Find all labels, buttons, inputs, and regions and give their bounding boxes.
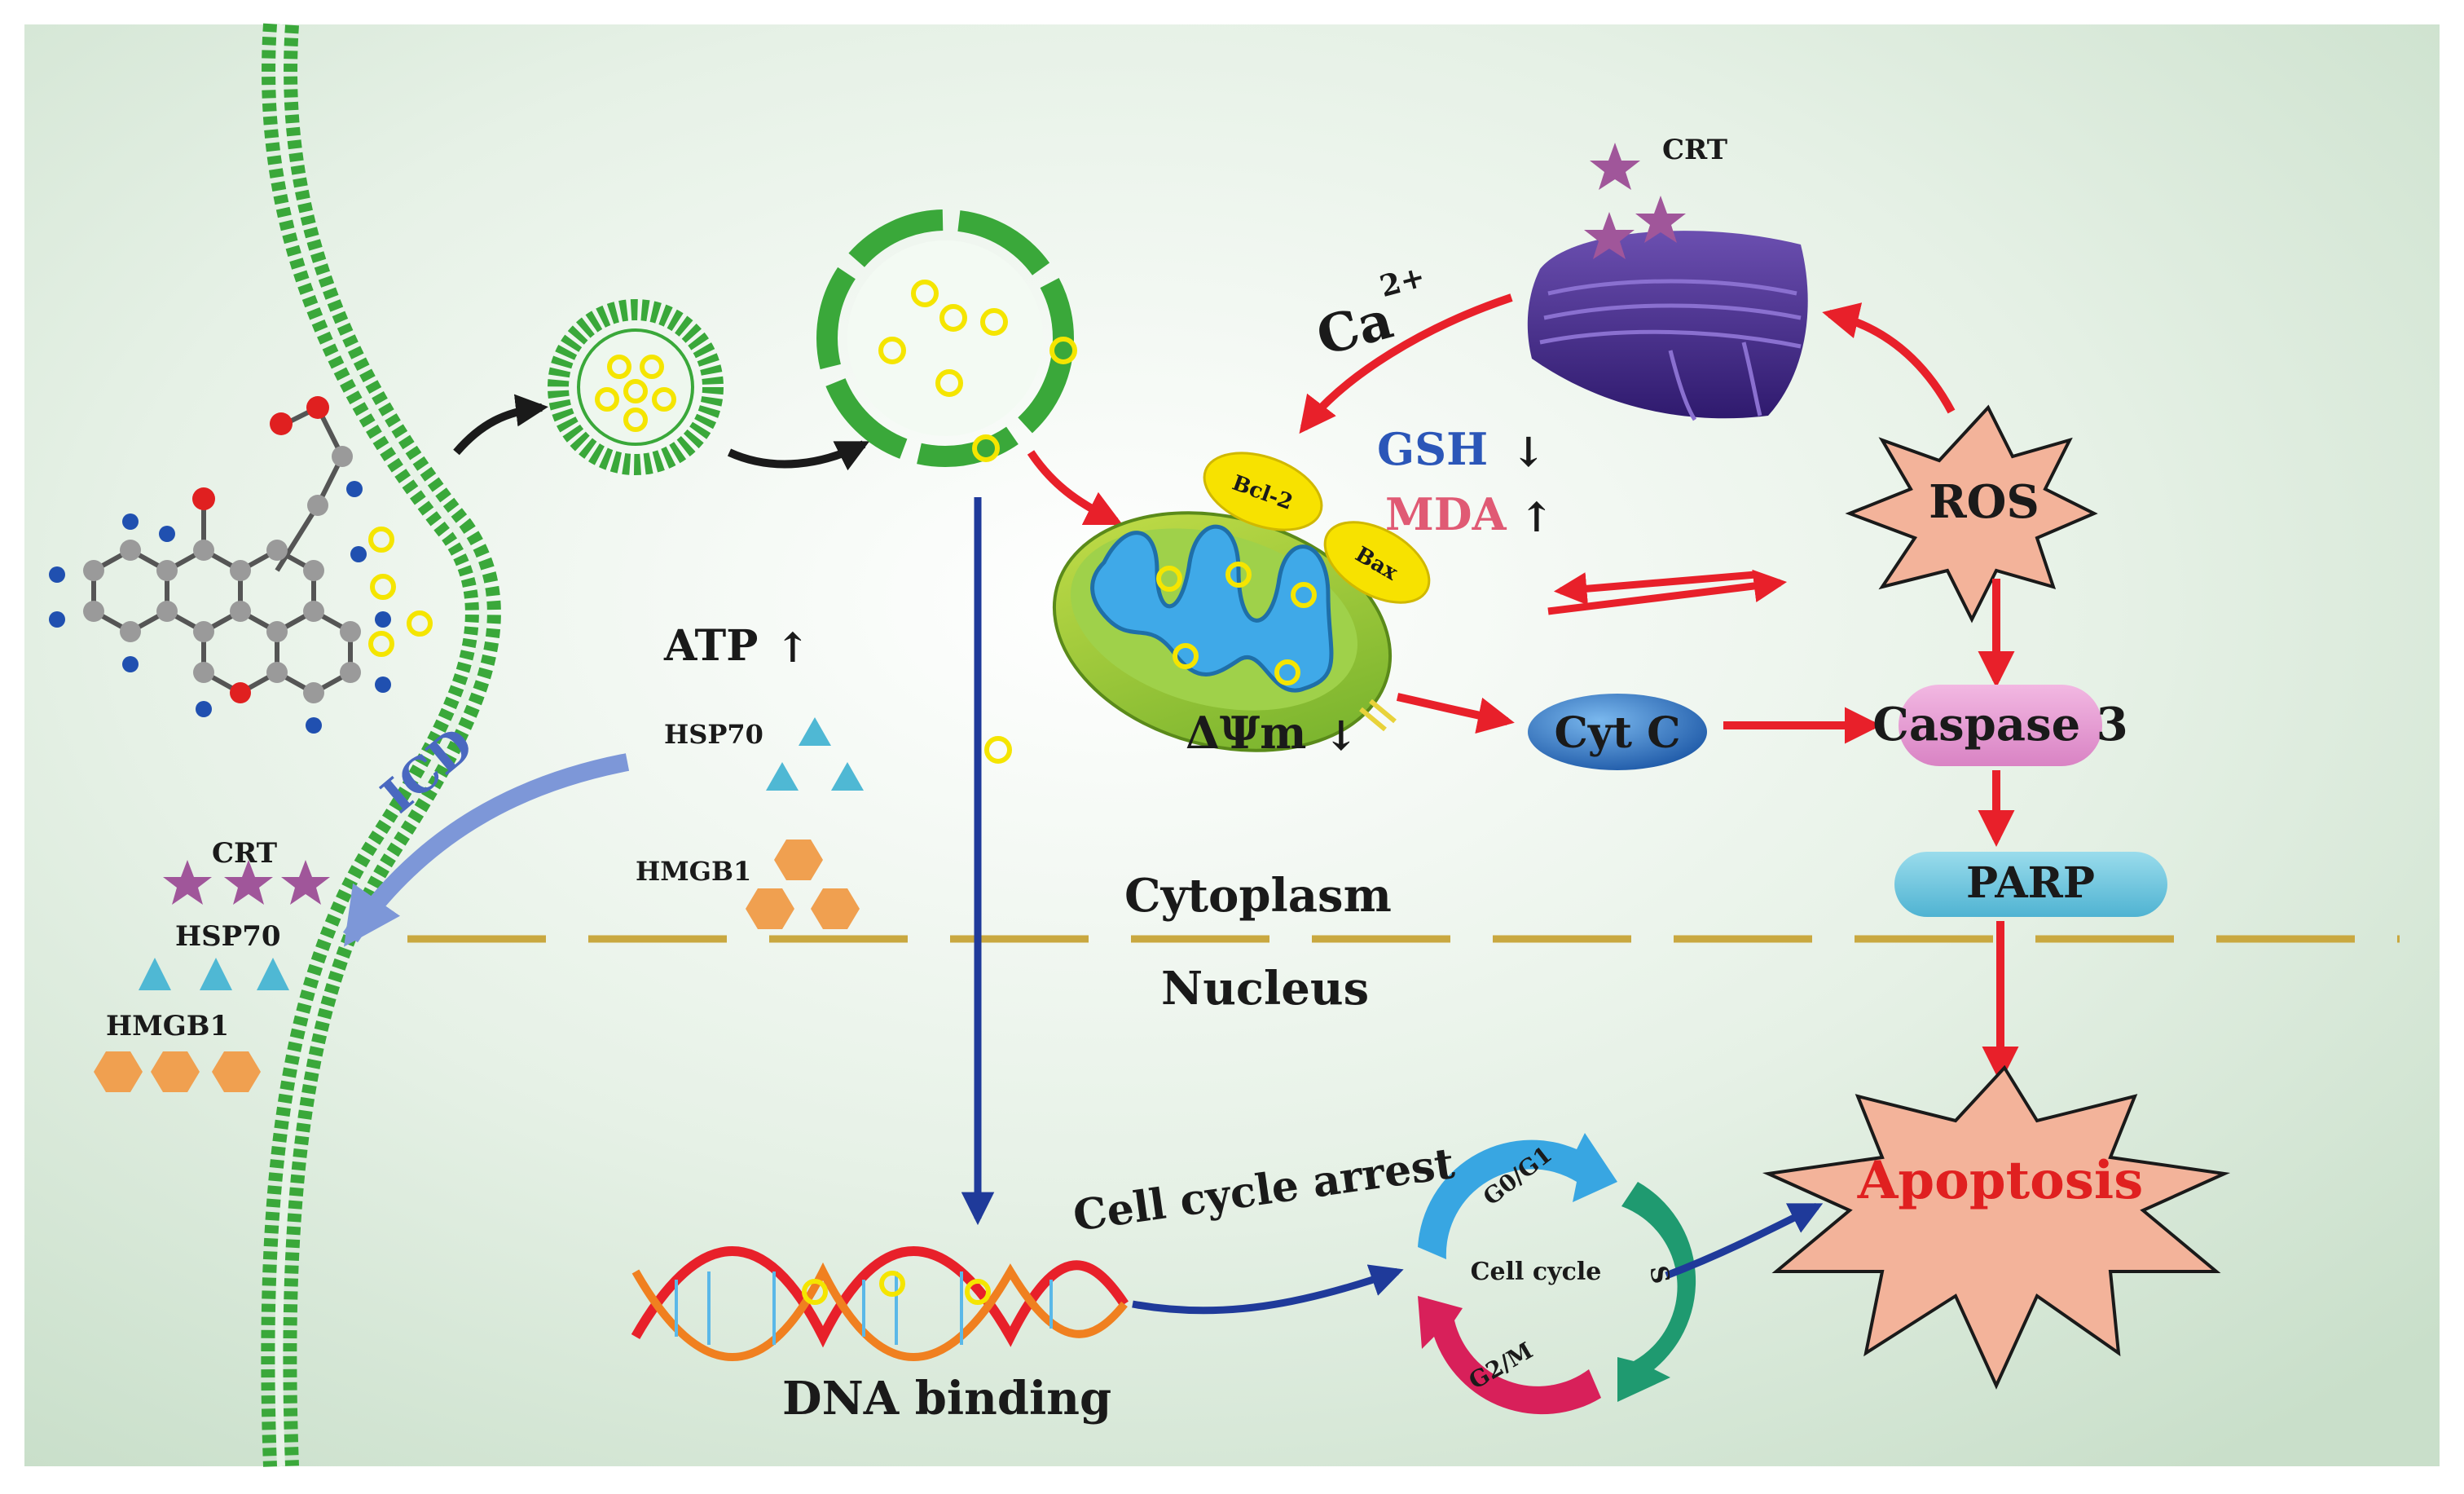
hsp70-label-center: HSP70 [664, 719, 763, 750]
hsp70-label-left: HSP70 [175, 920, 281, 953]
hmgb1-label-center: HMGB1 [636, 856, 751, 887]
mda-label: MDA [1385, 488, 1507, 540]
atp-label: ATP [663, 621, 758, 671]
cytoplasm-label: Cytoplasm [1124, 869, 1392, 923]
hsp70-triangles-center [766, 717, 864, 791]
caspase3-box [1899, 685, 2102, 766]
apoptosis-burst-icon [1762, 1064, 2231, 1390]
hmgb1-hexagons-center [746, 840, 860, 929]
hmgb1-hexagons-left [94, 1051, 261, 1092]
dna-binding-label: DNA binding [782, 1372, 1111, 1426]
nucleus-label: Nucleus [1161, 962, 1369, 1016]
bax-protein [1323, 521, 1431, 604]
atp-up-arrow-icon: ↑ [776, 624, 810, 672]
molecule-atoms [49, 396, 391, 734]
uptake-arrow [453, 394, 548, 456]
cyt-c-label: Cyt C [1554, 708, 1680, 758]
delta-psi-label: ΔΨm [1186, 707, 1306, 759]
parp-box [1894, 852, 2167, 917]
caspase3-label: Caspase 3 [1872, 698, 2127, 751]
mito-ros-exchange-arrows [1547, 569, 1788, 615]
nanoparticles-outside [368, 527, 433, 657]
opening-liposome-icon [816, 209, 1077, 467]
icd-arrow [342, 753, 630, 947]
cell-cycle-icon [1418, 1133, 1696, 1415]
mda-up-arrow-icon: ↑ [1520, 493, 1554, 541]
crt-label-left: CRT [212, 837, 277, 870]
calcium-arrow [1299, 293, 1513, 434]
nanoparticle [984, 736, 1012, 764]
crt-label-top: CRT [1662, 134, 1727, 166]
delta-psi-down-arrow-icon: ↓ [1324, 712, 1358, 760]
ros-burst-icon [1845, 404, 2098, 624]
crt-stars-top [1584, 143, 1686, 259]
hmgb1-label-left: HMGB1 [106, 1010, 229, 1042]
dna-helix-icon [631, 1246, 1129, 1361]
endoplasmic-reticulum-icon [1527, 231, 1808, 421]
hsp70-triangles-left [139, 958, 289, 990]
liposome-icon [548, 299, 724, 475]
cell-cycle-label: Cell cycle [1471, 1258, 1602, 1286]
mitochondrion-icon [1052, 511, 1397, 752]
gsh-down-arrow-icon: ↓ [1511, 428, 1546, 476]
cyt-c-badge [1528, 694, 1707, 770]
ros-to-er-arrow [1822, 302, 1956, 414]
cycle-to-apoptosis-arrow [1665, 1202, 1824, 1280]
parp-label: PARP [1966, 858, 2095, 908]
apoptosis-label: Apoptosis [1857, 1150, 2143, 1211]
ros-label: ROS [1929, 475, 2039, 529]
bcl2-protein [1203, 452, 1323, 531]
cell-membrane [261, 23, 501, 1467]
gsh-label: GSH [1377, 423, 1488, 475]
vesicle-to-mito-arrow [1027, 450, 1124, 526]
release-arrow [727, 440, 870, 471]
dna-to-cycle-arrow [1132, 1264, 1404, 1315]
crt-stars-left [163, 860, 330, 905]
mito-to-cytc-arrow [1396, 693, 1515, 734]
